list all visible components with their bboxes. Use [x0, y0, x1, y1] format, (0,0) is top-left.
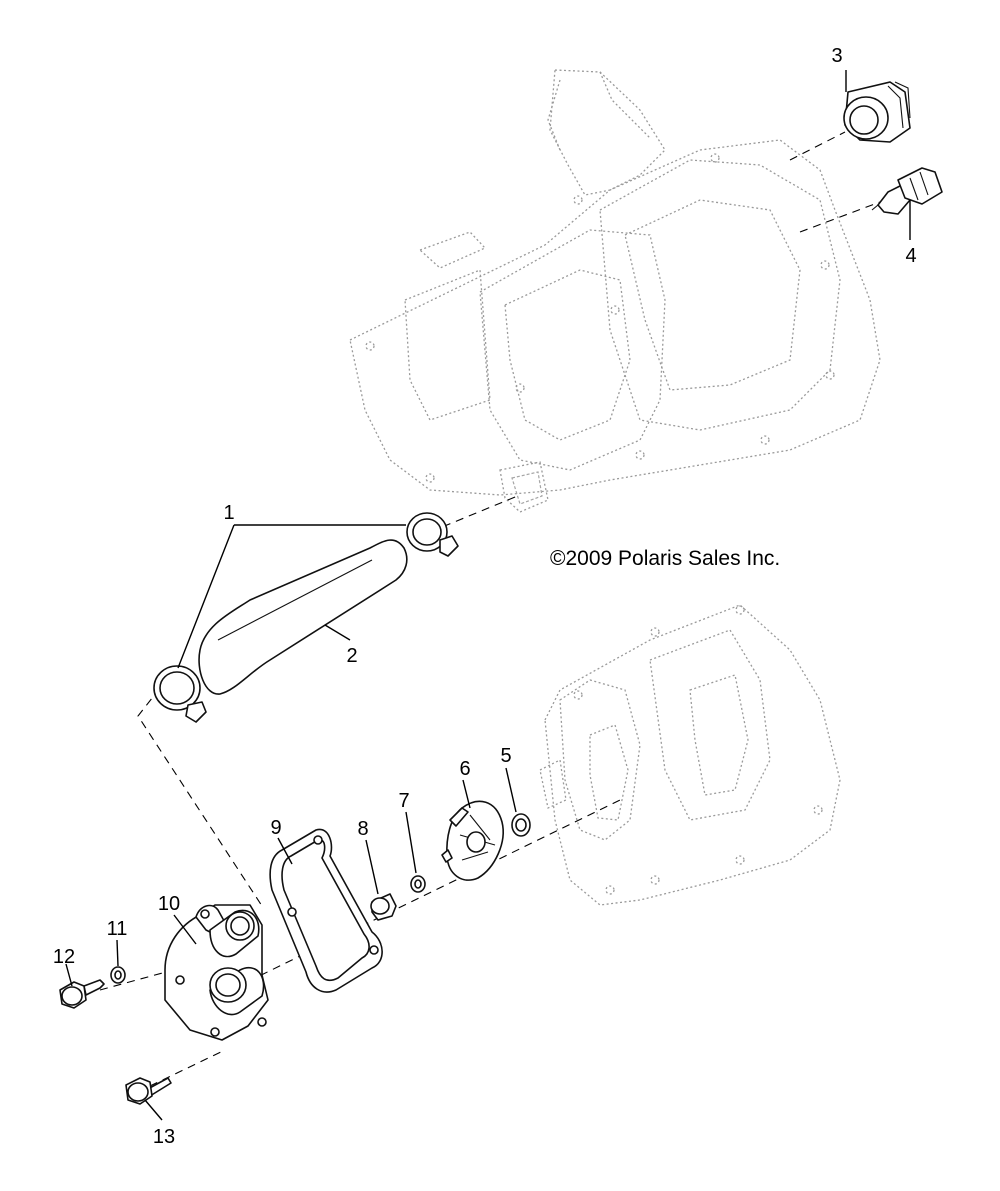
impeller-washer: [410, 875, 426, 893]
callout-labels: 1 2 3 4 5 6 7 8 9 10 11 12 13: [53, 45, 917, 1148]
cover-bolt-lower: [125, 1077, 172, 1105]
callout-3: 3: [831, 45, 842, 67]
callout-11: 11: [107, 918, 128, 940]
copyright-notice: ©2009 Polaris Sales Inc.: [550, 547, 780, 570]
callout-7: 7: [398, 790, 409, 812]
water-pump-cover: [164, 904, 269, 1041]
hose-clamp-upper: [406, 512, 459, 557]
cover-gasket: [269, 828, 383, 993]
callout-10: 10: [158, 893, 180, 915]
callout-13: 13: [153, 1126, 175, 1148]
oil-seal: [511, 813, 531, 837]
alignment-lines: [99, 131, 881, 1087]
cover-washer: [110, 966, 126, 984]
callout-6: 6: [459, 758, 470, 780]
callout-1: 1: [223, 502, 234, 524]
temperature-sensor: [871, 167, 943, 215]
drain-plug: [370, 893, 397, 921]
water-pump-impeller: [441, 800, 504, 881]
callout-9: 9: [270, 817, 281, 839]
callout-5: 5: [500, 745, 511, 767]
hose-clamp-lower: [153, 665, 207, 723]
callout-12: 12: [53, 946, 75, 968]
crankcase-ghost: [539, 604, 841, 906]
cover-bolt-upper: [59, 979, 105, 1009]
callout-8: 8: [357, 818, 368, 840]
callout-4: 4: [905, 245, 916, 267]
leader-lines: [65, 70, 911, 1121]
callout-2: 2: [346, 645, 357, 667]
cylinder-head-ghost: [349, 69, 881, 513]
coolant-hose: [198, 539, 408, 695]
thermostat: [843, 81, 911, 143]
